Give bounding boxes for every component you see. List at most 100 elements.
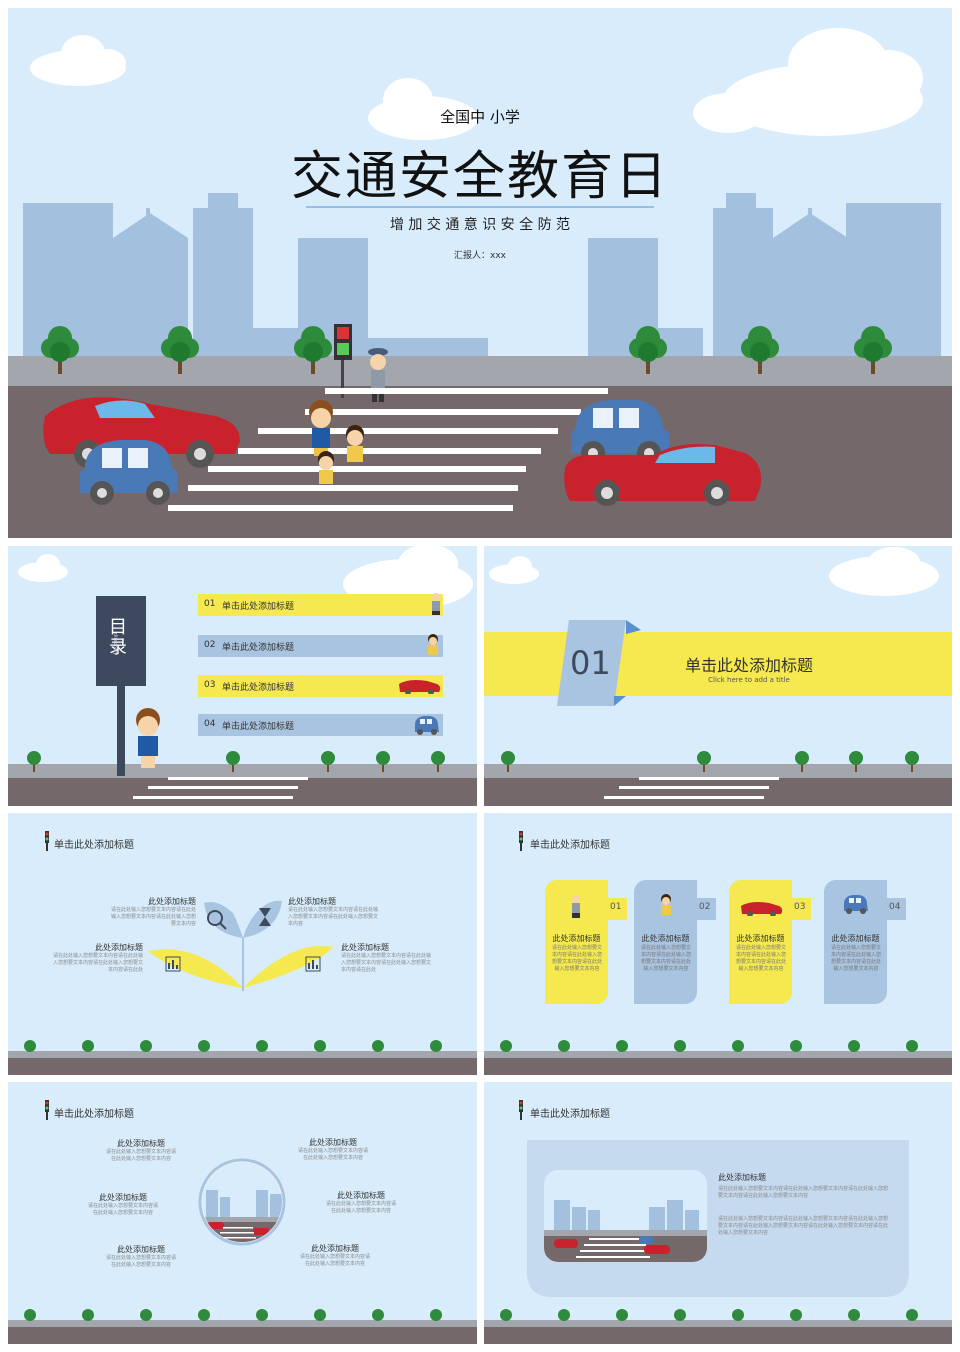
- crosswalk: [168, 388, 608, 511]
- toc-item-1[interactable]: 01 单击此处添加标题: [198, 592, 443, 616]
- police-officer-icon: [570, 894, 582, 924]
- section-title: 单击此处添加标题: [684, 656, 813, 675]
- card-title: 此处添加标题: [552, 934, 601, 943]
- cover-illustration: [8, 28, 952, 538]
- street-scene-image: [544, 1170, 707, 1262]
- toc-item-num: 01: [204, 599, 216, 609]
- child-icon: [427, 633, 439, 661]
- toc-item-label: 单击此处添加标题: [222, 722, 295, 732]
- block-title: 此处添加标题: [341, 943, 389, 952]
- circle-image-slide[interactable]: 单击此处添加标题 此处添加标题 请在此处输入您想要文本内容请在此处输入您想要文本…: [8, 1082, 477, 1344]
- image-slide-body-2: 请在此处输入您想要文本内容请在此处输入您想要文本内容请在此处输入您想要文本内容请…: [718, 1216, 889, 1236]
- block-body: 请在此处输入您想要文本内容请在此处输入您想要文本内容: [106, 1255, 177, 1268]
- text-block: 此处添加标题 请在此处输入您想要文本内容请在此处输入您想要文本内容请在此处输入您…: [108, 896, 196, 928]
- block-body: 请在此处输入您想要文本内容请在此处输入您想要文本内容: [326, 1201, 397, 1214]
- section-number: 01: [570, 644, 611, 682]
- slide-header-title: 单击此处添加标题: [54, 1109, 134, 1120]
- text-block: 此处添加标题 请在此处输入您想要文本内容请在此处输入您想要文本内容请在此处输入您…: [53, 942, 143, 974]
- text-block: 此处添加标题 请在此处输入您想要文本内容请在此处输入您想要文本内容请在此处输入您…: [288, 896, 378, 928]
- block-body: 请在此处输入您想要文本内容请在此处输入您想要文本内容请在此处输入您想要文本内容: [288, 907, 379, 927]
- cards-slide[interactable]: 单击此处添加标题 01 此处添加标题 请在此处输入您想要文本内容请在此处输入您想…: [484, 813, 952, 1075]
- card-number: 04: [889, 902, 901, 912]
- card-body: 请在此处输入您想要文本内容请在此处输入您想要文本内容请在此处输入您想要文本内容: [735, 945, 786, 972]
- text-block: 此处添加标题 请在此处输入您想要文本内容请在此处输入您想要文本内容: [298, 1137, 368, 1162]
- cover-slide[interactable]: 全国中 小学 交通安全教育日 增 加 交 通 意 识 安 全 防 范 汇报人：x…: [8, 8, 952, 538]
- toc-item-2[interactable]: 02 单击此处添加标题: [198, 634, 443, 657]
- text-block: 此处添加标题 请在此处输入您想要文本内容请在此处输入您想要文本内容请在此处输入您…: [341, 942, 433, 974]
- toc-item-label: 单击此处添加标题: [222, 683, 295, 693]
- info-card-2[interactable]: 02 此处添加标题 请在此处输入您想要文本内容请在此处输入您想要文本内容请在此处…: [634, 880, 716, 1004]
- card-body: 请在此处输入您想要文本内容请在此处输入您想要文本内容请在此处输入您想要文本内容: [830, 945, 881, 972]
- child-icon: [318, 451, 334, 484]
- card-number: 01: [610, 902, 622, 912]
- blue-car-icon: [414, 715, 440, 739]
- section-slide[interactable]: 01 单击此处添加标题 Click here to add a title: [484, 546, 952, 806]
- toc-sign-subtitle: directory: [112, 632, 119, 656]
- section-background: [484, 547, 952, 806]
- block-title: 此处添加标题: [337, 1191, 385, 1200]
- search-icon: [207, 910, 227, 930]
- child-icon: [136, 708, 160, 768]
- block-body: 请在此处输入您想要文本内容请在此处输入您想要文本内容: [88, 1203, 159, 1216]
- info-card-1[interactable]: 01 此处添加标题 请在此处输入您想要文本内容请在此处输入您想要文本内容请在此处…: [545, 880, 627, 1004]
- police-officer-icon: [431, 592, 440, 615]
- tree-icons: [500, 1309, 918, 1321]
- blue-car-icon: [80, 440, 178, 505]
- block-title: 此处添加标题: [288, 897, 336, 906]
- card-body: 请在此处输入您想要文本内容请在此处输入您想要文本内容请在此处输入您想要文本内容: [551, 945, 602, 972]
- cloud-icon: [30, 28, 923, 140]
- text-block: 此处添加标题 请在此处输入您想要文本内容请在此处输入您想要文本内容: [106, 1138, 176, 1163]
- toc-item-num: 04: [204, 719, 216, 729]
- block-body: 请在此处输入您想要文本内容请在此处输入您想要文本内容: [106, 1149, 177, 1162]
- child-icon: [309, 400, 333, 456]
- cover-subtitle: 增 加 交 通 意 识 安 全 防 范: [389, 217, 571, 233]
- blue-car-icon: [571, 400, 669, 465]
- card-number: 03: [794, 902, 806, 912]
- card-title: 此处添加标题: [831, 934, 880, 943]
- red-car-icon: [564, 444, 761, 506]
- block-body: 请在此处输入您想要文本内容请在此处输入您想要文本内容请在此处输入您想要文本内容: [110, 907, 196, 927]
- image-slide-body-1: 请在此处输入您想要文本内容请在此处输入您想要文本内容请在此处输入您想要文本内容请…: [718, 1186, 889, 1199]
- blue-car-icon: [843, 894, 869, 918]
- slide-header-title: 单击此处添加标题: [54, 840, 134, 851]
- card-title: 此处添加标题: [641, 934, 690, 943]
- block-title: 此处添加标题: [148, 897, 196, 906]
- cover-reporter: 汇报人：xxx: [454, 251, 506, 261]
- text-block: 此处添加标题 请在此处输入您想要文本内容请在此处输入您想要文本内容: [106, 1244, 176, 1269]
- bar-chart-icon: [165, 956, 181, 972]
- info-card-4[interactable]: 04 此处添加标题 请在此处输入您想要文本内容请在此处输入您想要文本内容请在此处…: [824, 880, 906, 1004]
- block-body: 请在此处输入您想要文本内容请在此处输入您想要文本内容请在此处输入您想要文本内容请…: [53, 953, 144, 973]
- toc-item-num: 02: [204, 640, 216, 650]
- toc-item-3[interactable]: 03 单击此处添加标题: [198, 675, 443, 697]
- traffic-light-icon: [334, 324, 352, 398]
- toc-item-4[interactable]: 04 单击此处添加标题: [198, 714, 443, 736]
- image-slide-background: [484, 1100, 952, 1344]
- cover-title: 交通安全教育日: [290, 147, 669, 207]
- hourglass-icon: [259, 908, 271, 926]
- toc-sign-title: 目录: [109, 617, 127, 658]
- red-car-icon: [739, 900, 783, 920]
- slide-header-title: 单击此处添加标题: [530, 840, 610, 851]
- tree-icons: [24, 1040, 442, 1052]
- section-subtitle: Click here to add a title: [708, 676, 790, 684]
- card-title: 此处添加标题: [736, 934, 785, 943]
- traffic-light-icon: [45, 831, 49, 851]
- block-title: 此处添加标题: [99, 1193, 147, 1202]
- leaf-diagram-slide[interactable]: 单击此处添加标题 此处添加标题 请在此处输入您想要文本内容请在此处输入您想要文本…: [8, 813, 477, 1075]
- toc-slide[interactable]: 目录 directory 01 单击此处添加标题 02 单击此处添加标题 03 …: [8, 546, 477, 806]
- info-card-3[interactable]: 03 此处添加标题 请在此处输入您想要文本内容请在此处输入您想要文本内容请在此处…: [729, 880, 811, 1004]
- card-number: 02: [699, 902, 711, 912]
- police-officer-icon: [368, 348, 388, 402]
- red-car-icon: [43, 397, 241, 468]
- toc-item-num: 03: [204, 680, 216, 690]
- cover-supertitle: 全国中 小学: [440, 108, 520, 126]
- image-text-slide[interactable]: 单击此处添加标题 此处添加标题 请在此处输入您想要文本内容请在此处输入您想要文本…: [484, 1082, 952, 1344]
- slide-header-title: 单击此处添加标题: [530, 1109, 610, 1120]
- cards-background: [484, 831, 952, 1075]
- traffic-light-icon: [45, 1100, 49, 1120]
- tree-icons: [500, 1040, 918, 1052]
- red-car-icon: [397, 678, 441, 698]
- block-title: 此处添加标题: [311, 1244, 359, 1253]
- bar-chart-icon: [305, 956, 321, 972]
- traffic-light-icon: [519, 1100, 523, 1120]
